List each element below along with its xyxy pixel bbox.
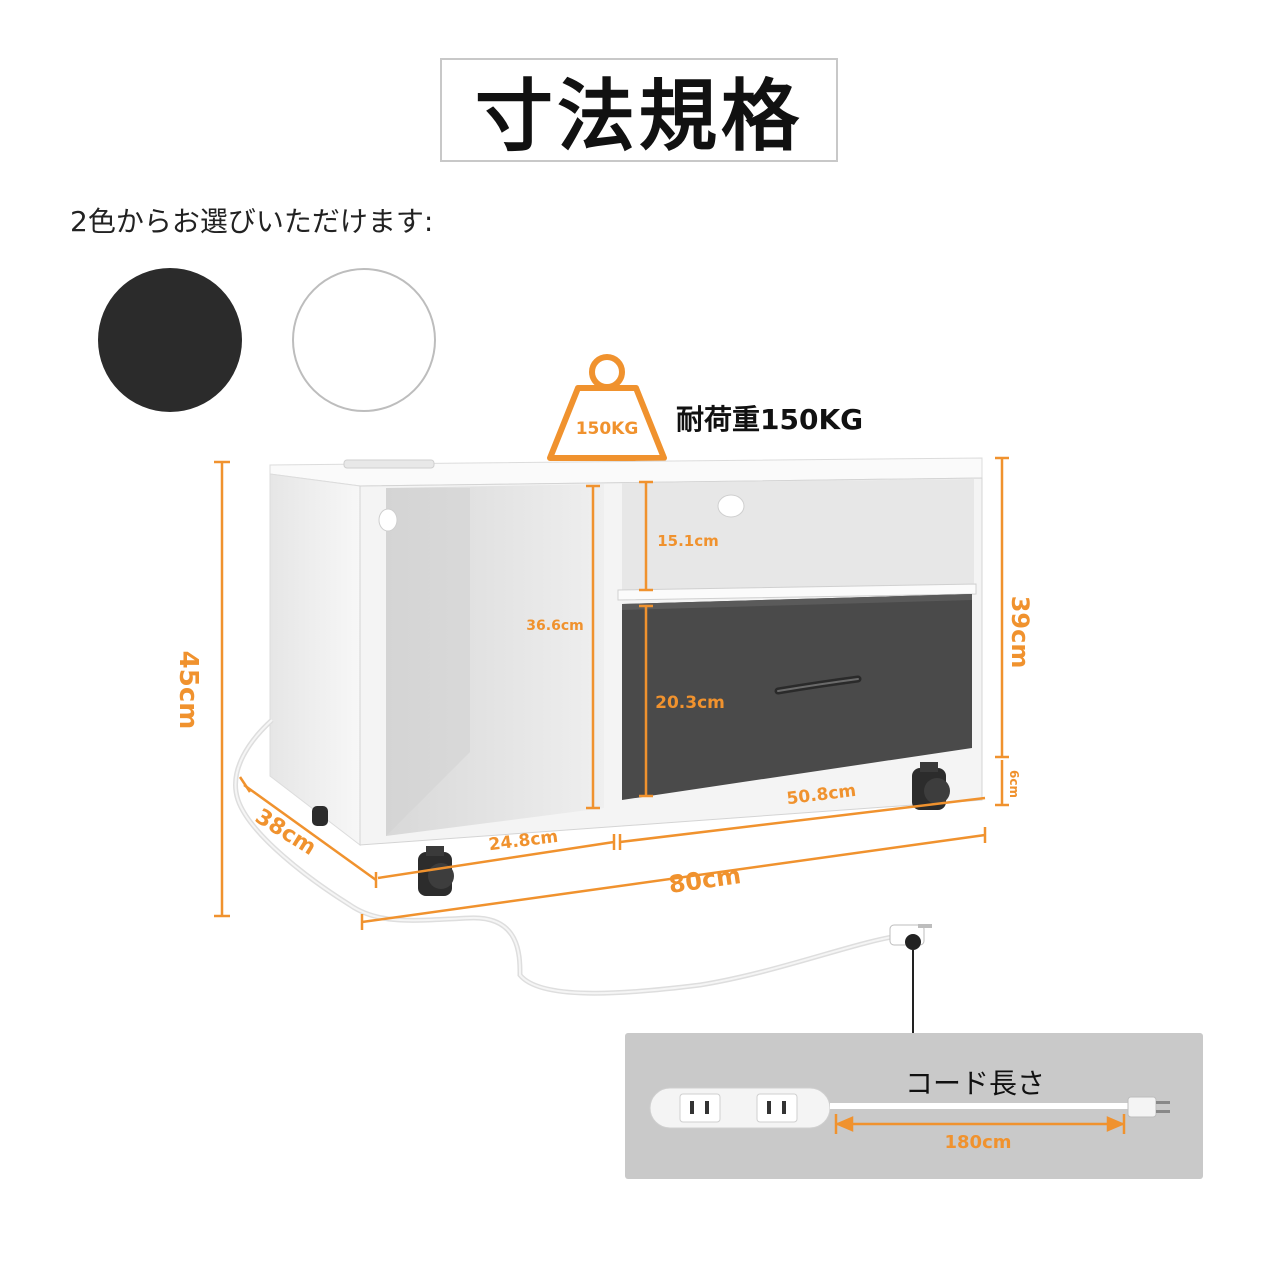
cord-length-value: 180cm: [945, 1132, 1012, 1153]
dim-caster-height: 6cm: [1007, 770, 1021, 798]
dim-height-total: 45cm: [173, 651, 203, 730]
plug-icon: [889, 924, 932, 950]
cabinet: [269, 457, 983, 847]
cord-length-title: コード長さ: [905, 1067, 1046, 1100]
colors-caption: 2色からお選びいただけます:: [70, 205, 434, 238]
dimension-lines: [214, 456, 1009, 930]
load-capacity-caption: 耐荷重150KG: [676, 403, 864, 436]
dim-body-height: 39cm: [1006, 596, 1034, 669]
weight-tag: 150KG: [576, 419, 639, 439]
page-title: 寸法規格: [474, 72, 803, 162]
dim-upper-shelf: 15.1cm: [657, 532, 719, 550]
dim-width-total: 80cm: [667, 861, 743, 899]
title-box: 寸法規格: [440, 58, 838, 162]
color-swatch-white[interactable]: [292, 268, 436, 412]
caster-front-right: [912, 762, 950, 810]
drawer: [622, 594, 972, 800]
power-strip: [649, 1087, 1170, 1129]
dim-drawer-height: 20.3cm: [655, 693, 725, 713]
caster-back-left: [312, 806, 328, 826]
weight-icon: 150KG: [547, 354, 667, 461]
color-swatch-black[interactable]: [98, 268, 242, 412]
cord-length-line: [834, 1114, 1126, 1134]
dim-left-height: 36.6cm: [526, 618, 583, 634]
